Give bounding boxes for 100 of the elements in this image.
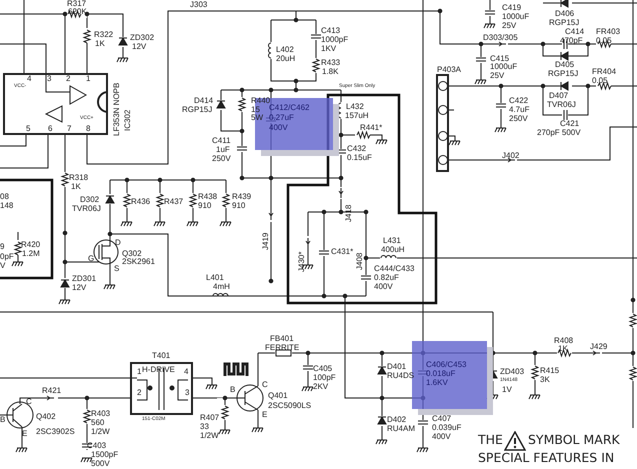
- component-label: 100pF: [313, 374, 336, 382]
- component-label: L431: [383, 237, 401, 245]
- component-label: R439: [232, 193, 252, 201]
- component-label: 12V: [72, 284, 86, 292]
- component-label: FR404: [592, 68, 616, 76]
- component-label: C: [26, 398, 32, 406]
- component-label: R420: [21, 241, 40, 249]
- component-label: 148: [0, 202, 14, 210]
- component-label: J430*: [298, 252, 306, 272]
- component-label: R407: [200, 414, 220, 422]
- component-label: RU4AM: [387, 425, 416, 433]
- component-label: J402: [502, 152, 520, 160]
- component-label: 3: [47, 75, 52, 83]
- component-label: C413: [321, 27, 340, 35]
- component-label: B: [230, 386, 236, 394]
- component-label: FERRITE: [265, 344, 300, 352]
- component-label: Q302: [122, 250, 142, 258]
- component-label: H-DRIVE: [142, 366, 175, 374]
- component-label: C419: [502, 4, 522, 12]
- component-label: RGP15J: [182, 106, 212, 114]
- component-label: C431*: [331, 248, 354, 256]
- component-label: R436: [131, 198, 150, 206]
- component-label: J429: [590, 343, 608, 351]
- component-label: 1K: [95, 40, 105, 48]
- component-label: 0.018uF: [426, 370, 456, 378]
- component-label: 3K: [540, 376, 550, 384]
- component-label: 1.2M: [22, 250, 40, 258]
- component-label: 0.05: [592, 77, 608, 85]
- component-label: 1000pF: [321, 36, 348, 44]
- component-label: C444/C433: [374, 265, 414, 273]
- component-label: 5: [26, 125, 30, 133]
- component-label: LF353N NOPB: [113, 82, 121, 136]
- component-label: 4.7uF: [509, 106, 530, 114]
- component-label: 157uH: [345, 112, 369, 120]
- component-label: R403: [91, 410, 110, 418]
- component-label: ZD302: [130, 34, 154, 42]
- component-label: FR403: [596, 28, 620, 36]
- component-label: C432: [347, 145, 366, 153]
- component-label: C: [262, 381, 268, 389]
- component-label: D406: [555, 10, 574, 18]
- component-label: 1/2W: [91, 428, 110, 436]
- component-label: FB401: [270, 335, 294, 343]
- component-label: 2SC5090LS: [268, 402, 312, 410]
- component-label: 1uF: [216, 146, 230, 154]
- component-label: 560: [91, 419, 104, 427]
- component-label: 2SC3902S: [36, 428, 75, 436]
- component-label: 2: [66, 75, 70, 83]
- component-label: R317: [67, 0, 86, 8]
- component-label: G: [88, 255, 94, 263]
- component-label: 8: [86, 125, 90, 133]
- component-label: D302: [80, 196, 100, 204]
- component-label: 1: [137, 368, 142, 376]
- component-label: 250V: [212, 155, 231, 163]
- component-label: TVR06J: [547, 101, 576, 109]
- component-label: 400V: [269, 124, 288, 132]
- component-label: 6: [48, 125, 52, 133]
- component-label: L402: [276, 46, 294, 54]
- component-label: Q402: [36, 413, 56, 421]
- component-label: R322: [94, 31, 114, 39]
- component-label: R318: [69, 174, 88, 182]
- component-label: S: [114, 265, 120, 273]
- component-label: 400V: [374, 283, 393, 291]
- component-label: RGP15J: [549, 19, 580, 27]
- component-label: C415: [490, 55, 510, 63]
- component-label: 0.15uF: [347, 154, 372, 162]
- component-label: J418: [345, 204, 353, 222]
- component-label: 4: [184, 368, 188, 376]
- component-label: 250V: [509, 115, 528, 123]
- component-label: C421: [560, 120, 580, 128]
- component-label: D407: [549, 92, 568, 100]
- component-label: 1500pF: [91, 451, 118, 459]
- component-label: IC302: [124, 110, 132, 131]
- component-label: B: [0, 416, 6, 424]
- component-label: 25V: [502, 22, 516, 30]
- component-label: 910: [232, 202, 246, 210]
- component-label: L401: [206, 274, 224, 282]
- component-label: 1000uF: [502, 13, 530, 21]
- component-label: 1: [86, 75, 90, 83]
- component-label: ZD301: [72, 275, 96, 283]
- component-label: 2: [137, 389, 142, 397]
- component-label: C411: [212, 137, 231, 145]
- component-label: C412/C462: [269, 104, 310, 112]
- component-label: R437: [164, 198, 184, 206]
- component-label: 0pF: [0, 253, 14, 261]
- component-label: C414: [565, 28, 584, 36]
- component-label: 33: [200, 423, 209, 431]
- note-text: SPECIAL FEATURES IN: [478, 452, 614, 464]
- component-label: R433: [321, 59, 340, 67]
- component-label: 910: [198, 202, 212, 210]
- component-label: D405: [555, 61, 574, 69]
- component-label: 0.039uF: [432, 424, 462, 432]
- component-label: 1.8K: [322, 68, 338, 76]
- component-label: 400uH: [381, 246, 405, 254]
- component-label: 1000uF: [490, 63, 518, 71]
- component-label: D303/305: [483, 34, 518, 42]
- component-label: R415: [540, 367, 560, 375]
- component-label: V: [0, 262, 6, 270]
- component-label: 270pF 500V: [537, 129, 581, 137]
- component-label: 25V: [490, 72, 504, 80]
- component-label: D402: [387, 416, 406, 424]
